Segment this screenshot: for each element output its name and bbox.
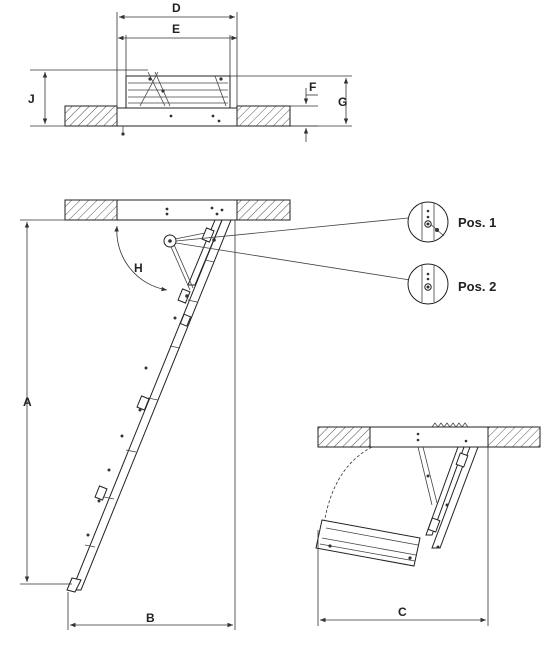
hatch-frame-main bbox=[116, 199, 238, 221]
dimension-d: D bbox=[116, 1, 238, 106]
unfolded-ladder-view bbox=[64, 199, 291, 593]
dimension-g: G bbox=[230, 75, 352, 127]
folded-ladder-view bbox=[64, 71, 291, 136]
pos-1-label: Pos. 1 bbox=[458, 215, 496, 230]
hatch-frame-swing bbox=[369, 426, 489, 448]
label-g: G bbox=[338, 95, 347, 109]
ladder-foot bbox=[66, 577, 82, 593]
swing-ladder-view bbox=[315, 422, 541, 567]
ceiling-right-main bbox=[236, 199, 291, 221]
dimension-h: H bbox=[114, 225, 168, 292]
label-e: E bbox=[172, 22, 180, 36]
label-b: B bbox=[146, 611, 155, 625]
pos-2-label: Pos. 2 bbox=[458, 279, 496, 294]
label-c: C bbox=[398, 605, 407, 619]
label-f: F bbox=[309, 80, 316, 94]
dimension-c: C bbox=[317, 447, 489, 626]
ceiling-left-swing bbox=[317, 426, 371, 448]
ceiling-right bbox=[236, 105, 291, 127]
hatch-frame bbox=[116, 107, 238, 127]
dimension-f: F bbox=[290, 80, 318, 142]
ceiling-left bbox=[64, 105, 118, 127]
label-h: H bbox=[134, 261, 143, 275]
label-d: D bbox=[172, 1, 181, 15]
label-j: J bbox=[28, 92, 35, 106]
dimension-b: B bbox=[67, 220, 236, 630]
label-a: A bbox=[23, 395, 32, 409]
ladder-stiles bbox=[71, 219, 232, 591]
dimension-j: J bbox=[28, 69, 148, 127]
position-1-detail: Pos. 1 bbox=[407, 201, 496, 243]
ceiling-left-main bbox=[64, 199, 118, 221]
dimension-e: E bbox=[118, 22, 237, 76]
position-2-detail: Pos. 2 bbox=[407, 263, 496, 305]
dimension-a: A bbox=[20, 219, 72, 585]
ceiling-right-swing bbox=[487, 426, 541, 448]
